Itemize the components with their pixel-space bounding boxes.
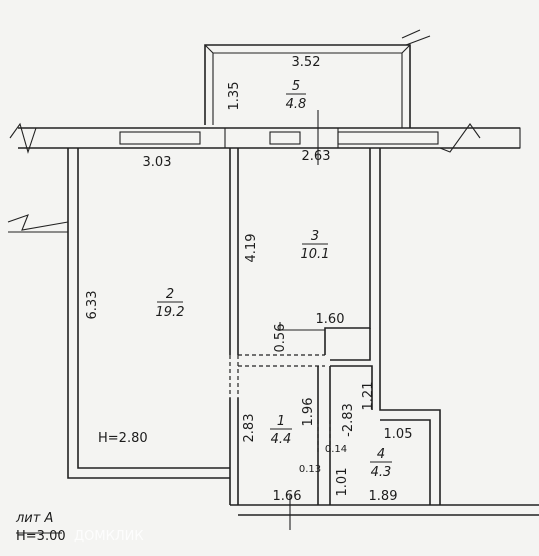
dim-room1-height: 2.83	[242, 414, 257, 443]
dim-room3-width: 2.63	[302, 149, 331, 164]
svg-text:3: 3	[311, 229, 319, 244]
outer-wall-left	[7, 148, 230, 479]
lit-label: лит А	[15, 511, 53, 526]
dim-wall-013: 0.13	[299, 464, 321, 475]
dim-wall-014: 0.14	[325, 444, 347, 455]
dim-room3-length: 4.19	[244, 234, 259, 263]
outer-wall-top	[9, 110, 521, 165]
dim-room4-step: 1.05	[384, 427, 413, 442]
svg-text:1: 1	[277, 414, 285, 429]
watermark: ДОМКЛИК	[74, 529, 144, 544]
dim-room4-top: 1.21	[361, 382, 376, 411]
room-1-label: 1 4.4	[270, 414, 292, 447]
svg-text:10.1: 10.1	[301, 247, 330, 262]
outer-wall-bottom	[230, 495, 539, 530]
dim-room4-height: -2.83	[341, 403, 356, 437]
svg-text:4.8: 4.8	[286, 97, 307, 112]
dim-room4-bottom: 1.01	[335, 468, 350, 497]
room-labels: 5 4.8 3 10.1 2 19.2 1 4.4 4 4.3	[156, 79, 392, 480]
dim-door-opening: 0.56	[273, 324, 288, 353]
room-4-label: 4 4.3	[370, 447, 392, 480]
room-5-label: 5 4.8	[286, 79, 307, 112]
ceiling-height-label: H=2.80	[98, 431, 148, 446]
dim-room3-step: 1.60	[316, 312, 345, 327]
svg-text:5: 5	[292, 79, 300, 94]
svg-text:4.3: 4.3	[371, 465, 392, 480]
dim-room1-width: 1.66	[273, 489, 302, 504]
dim-balcony-depth: 1.35	[227, 82, 242, 111]
height-label: Н=3.00	[16, 529, 66, 544]
partition-2-3	[229, 148, 325, 505]
dim-room4-width: 1.89	[369, 489, 398, 504]
svg-text:2: 2	[166, 287, 174, 302]
dim-balcony-width: 3.52	[292, 55, 321, 70]
balcony-walls	[204, 29, 431, 128]
bathroom-walls	[317, 365, 431, 505]
dim-room1-right: 1.96	[301, 398, 316, 427]
room-2-label: 2 19.2	[156, 287, 185, 320]
room3-walls	[279, 148, 441, 505]
svg-text:4.4: 4.4	[271, 432, 292, 447]
dim-room2-length: 6.33	[85, 291, 100, 320]
dimension-labels: 3.52 1.35 3.03 2.63 6.33 4.19 1.60 0.56 …	[85, 55, 412, 504]
svg-text:4: 4	[377, 447, 385, 462]
dim-room2-width: 3.03	[143, 155, 172, 170]
room-3-label: 3 10.1	[301, 229, 330, 262]
svg-text:19.2: 19.2	[156, 305, 185, 320]
footer: лит А Н=3.00 ДОМКЛИК	[15, 511, 144, 544]
